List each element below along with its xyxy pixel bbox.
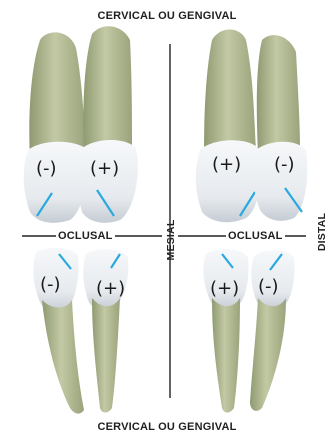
crown-shape xyxy=(77,140,138,223)
upper-left-tooth-2 xyxy=(77,26,138,223)
sign-lower-left-1: (-) xyxy=(40,274,61,295)
sign-upper-left-2: (+) xyxy=(90,158,119,179)
crown-shape xyxy=(196,140,262,222)
root-shape xyxy=(42,300,84,414)
upper-right-tooth-1 xyxy=(196,30,262,223)
sign-lower-right-2: (-) xyxy=(258,276,279,297)
occlusal-label-right: OCLUSAL xyxy=(226,230,285,242)
root-shape xyxy=(257,35,300,154)
root-shape xyxy=(92,298,120,413)
occlusal-label-left: OCLUSAL xyxy=(56,230,115,242)
distal-label: DISTAL xyxy=(316,202,328,262)
sign-upper-right-2: (-) xyxy=(274,154,295,175)
sign-lower-left-2: (+) xyxy=(96,278,125,299)
sign-upper-right-1: (+) xyxy=(212,154,241,175)
cervical-bottom-label: CERVICAL OU GENGIVAL xyxy=(0,421,334,433)
upper-right-tooth-2 xyxy=(253,35,307,221)
lower-right-tooth-1 xyxy=(203,249,248,412)
lower-right-tooth-2 xyxy=(250,250,295,411)
root-shape xyxy=(212,298,240,413)
cervical-top-label: CERVICAL OU GENGIVAL xyxy=(0,10,334,22)
sign-upper-left-1: (-) xyxy=(36,158,57,179)
root-shape xyxy=(204,30,256,155)
root-shape xyxy=(83,26,132,154)
sign-lower-right-1: (+) xyxy=(210,278,239,299)
lower-left-tooth-2 xyxy=(83,249,128,412)
mesial-label: MESIAL xyxy=(165,210,177,270)
root-shape xyxy=(250,298,286,411)
root-shape xyxy=(29,32,86,160)
lower-left-tooth-1 xyxy=(33,248,84,414)
